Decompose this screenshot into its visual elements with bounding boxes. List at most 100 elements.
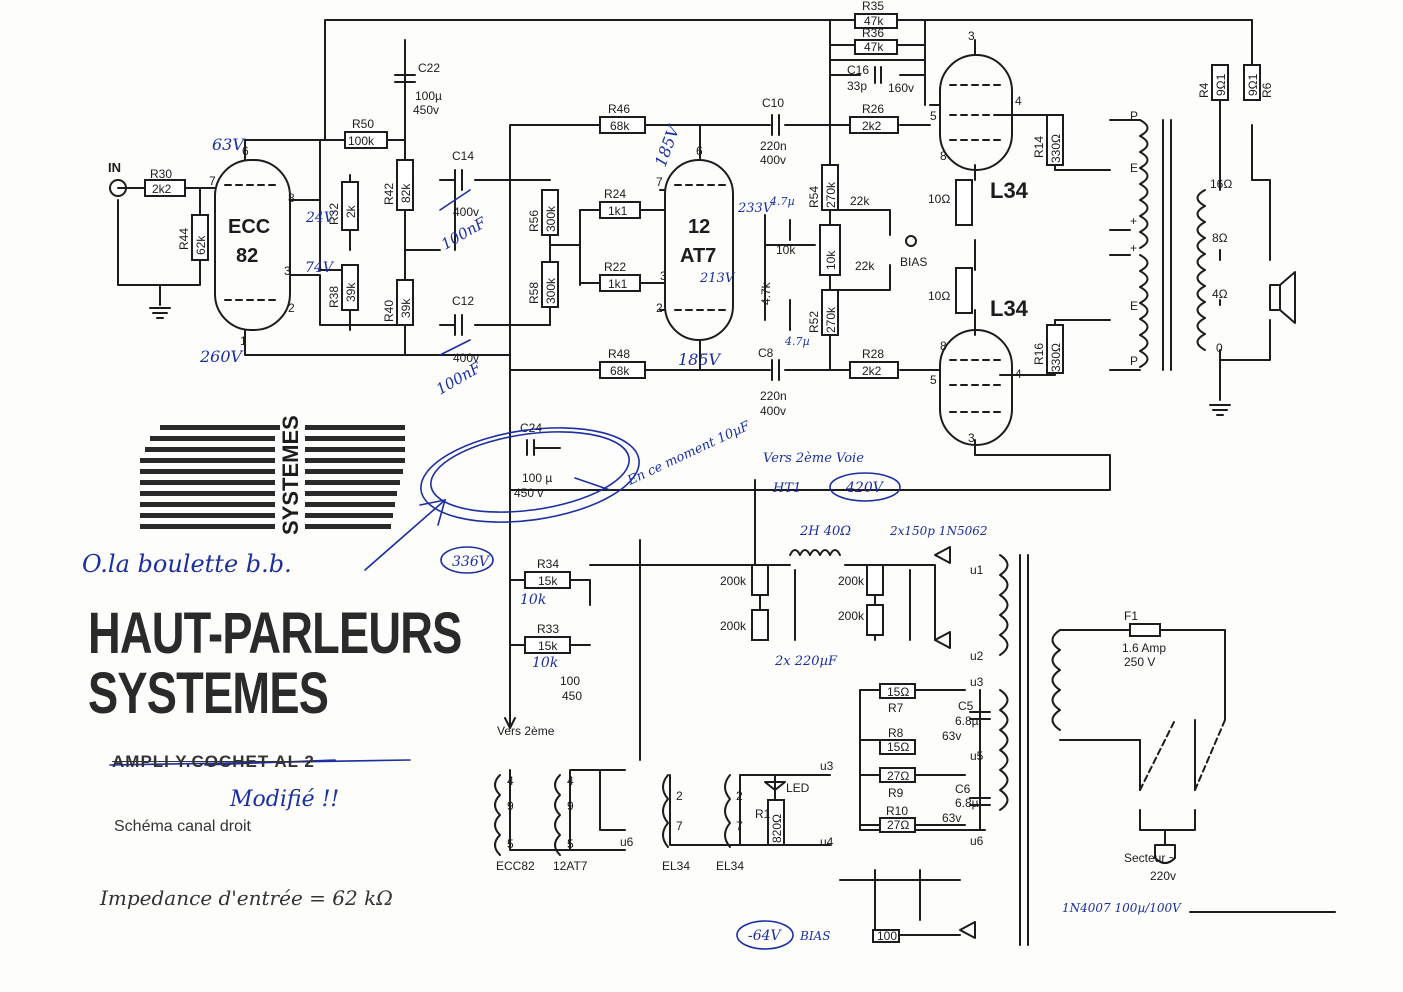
hw-24v: 24V <box>305 210 336 226</box>
c22-value: 100µ <box>415 89 442 103</box>
l34t-pin4: 4 <box>1015 94 1022 108</box>
r9-value: 27Ω <box>887 769 909 783</box>
bias-pot-body <box>819 224 841 276</box>
r42-body <box>396 159 414 211</box>
ot-primary-top <box>1139 119 1149 249</box>
l34t-pin3: 3 <box>968 29 975 43</box>
c5-symbol <box>969 711 991 720</box>
c5-volt: 63v <box>942 729 961 743</box>
hw-vers-2eme-voie: Vers 2ème Voie <box>763 451 864 466</box>
bias-diode <box>959 921 976 939</box>
annotation-arrow-2 <box>574 477 611 491</box>
bias-label: BIAS <box>900 255 927 269</box>
r46-value: 68k <box>610 119 630 133</box>
c24-volt: 450 v <box>514 486 543 500</box>
pt-u6: u6 <box>970 834 984 848</box>
brand-name-line1: HAUT-PARLEURS <box>88 601 462 666</box>
l34b-pin3: 3 <box>968 431 975 445</box>
ecc82-pin7: 7 <box>209 174 216 188</box>
r7-value: 15Ω <box>887 685 909 699</box>
input-jack-icon <box>109 179 127 197</box>
r35-body <box>854 13 898 29</box>
mains-label: Secteur ~ <box>1124 851 1176 865</box>
led-icon <box>764 781 786 791</box>
fuse-f1 <box>1129 623 1161 637</box>
primary-e-bottom: E <box>1130 299 1138 313</box>
c12-symbol <box>454 314 463 336</box>
tube-l34-top: L34 <box>939 54 1029 203</box>
pin-ecc82-9: 9 <box>507 799 514 813</box>
crossed-title: AMPLI Y.COCHET AL 2 <box>112 752 315 771</box>
misc-labels: IN Vers 2ème BIAS 10Ω 10Ω 22k 22k 10k 4.… <box>108 29 1022 738</box>
hw-en-ce-moment: En ce moment 10µF <box>624 418 753 489</box>
r100-value: 100 <box>877 929 897 943</box>
primary-e-top: E <box>1130 161 1138 175</box>
hw-r33-10k: 10k <box>532 655 558 671</box>
r22-body <box>599 274 641 292</box>
vers2eme-label: Vers 2ème <box>497 724 555 738</box>
heater-12at7 <box>554 774 561 856</box>
resistors: R30 2k2 R50 100k R24 1k1 R22 1k1 R46 68k… <box>144 0 916 943</box>
at7-pin3: 3 <box>660 269 667 283</box>
primary-p-top: P <box>1130 109 1138 123</box>
r32-name: R32 <box>327 203 341 225</box>
12at7-label-line1: 12 <box>688 216 710 238</box>
pin-el34b-2: 2 <box>736 789 743 803</box>
c5-value: 6.8µ <box>955 714 979 728</box>
r42-name: R42 <box>382 183 396 205</box>
r35-name: R35 <box>862 0 884 13</box>
r56-body <box>541 189 559 236</box>
pin-12at7-9: 9 <box>567 799 574 813</box>
bias-terminal-icon <box>905 235 917 247</box>
r48-value: 68k <box>610 364 630 378</box>
mains-plug-icon <box>1154 844 1176 864</box>
r14-body <box>1046 114 1064 166</box>
c8-volt: 400v <box>760 404 786 418</box>
c12-volt: 400v <box>453 351 479 365</box>
c5-name: C5 <box>958 699 974 713</box>
r22k-a-label: 22k <box>850 194 870 208</box>
c14-symbol <box>454 169 463 191</box>
hw-choke: 2H 40Ω <box>799 524 851 539</box>
c6-symbol <box>969 797 991 806</box>
speaker-icon <box>1269 271 1296 324</box>
r8-body <box>879 739 916 755</box>
hw-ht1: HT1 <box>772 481 801 496</box>
c22-volt: 450v <box>413 103 439 117</box>
c8-symbol <box>771 359 780 381</box>
c22-symbol <box>394 59 416 83</box>
r30-body <box>144 179 186 197</box>
c10-name: C10 <box>762 96 784 110</box>
l34-bottom-envelope <box>939 329 1013 446</box>
r4-body <box>1211 64 1229 101</box>
vertical-resistors: R44 62k R32 2k R38 39k R42 82k R40 39k R… <box>177 64 1274 846</box>
hw-r34-10k: 10k <box>520 592 546 608</box>
r26-name: R26 <box>862 102 884 116</box>
r24-body <box>599 201 641 219</box>
r34-body <box>524 571 571 589</box>
r30-name: R30 <box>150 167 172 181</box>
hw-diode-note: 1N4007 100µ/100V <box>1062 901 1182 915</box>
r200k-3-label: 200k <box>838 574 865 588</box>
bias-pot-value: 10k <box>824 250 838 270</box>
r54-body <box>821 164 839 211</box>
ot-secondary <box>1196 189 1206 351</box>
r22k-b-label: 22k <box>855 259 875 273</box>
12at7-label-line2: AT7 <box>680 245 716 267</box>
ecc82-label-line1: ECC <box>228 216 270 238</box>
hw-185v-top: 185V <box>651 122 684 169</box>
r54-value: 270k <box>824 181 838 208</box>
r42-value: 82k <box>399 183 413 203</box>
pt-u2: u2 <box>970 649 984 663</box>
r100-body <box>872 929 900 943</box>
pt-u3: u3 <box>970 675 984 689</box>
r32-value: 2k <box>344 204 358 218</box>
c24-name: C24 <box>520 421 542 435</box>
schematic-subtitle: Schéma canal droit <box>114 818 251 835</box>
grid-stopper-bottom <box>955 267 973 314</box>
r16-value: 330Ω <box>1049 343 1063 372</box>
r16-body <box>1046 324 1064 374</box>
csmall-volt: 450 <box>562 689 582 703</box>
r52-name: R52 <box>807 311 821 333</box>
